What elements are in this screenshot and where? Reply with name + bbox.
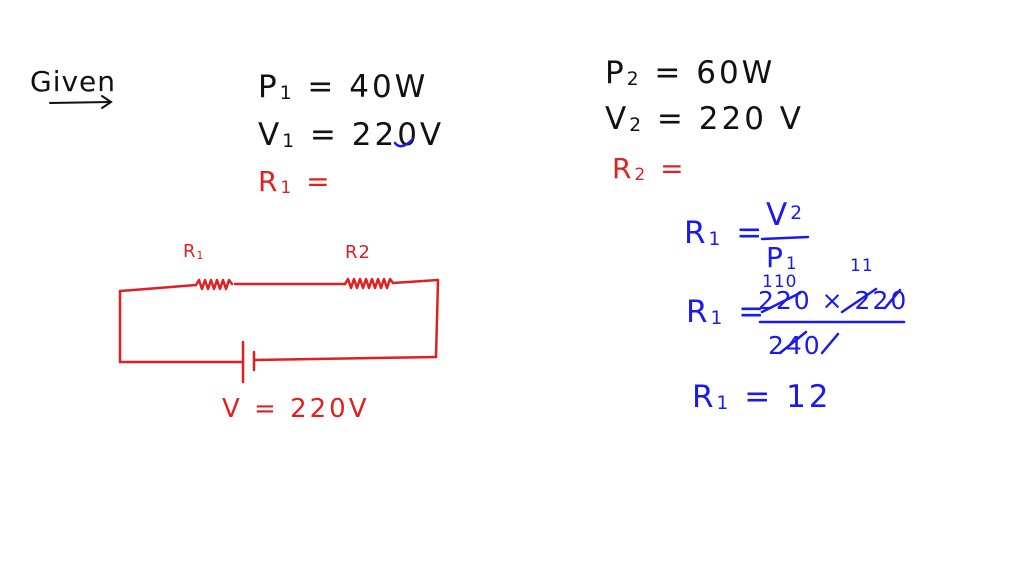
given-label: Given: [30, 65, 117, 98]
r1-symbol: R: [258, 165, 281, 198]
circuit-wire-bottom-right: [252, 355, 438, 362]
r2-unknown-line: R2 =: [612, 155, 687, 183]
circuit-voltage-label: V = 220V: [222, 394, 370, 424]
solution-line1-lhs: R1 =: [684, 218, 765, 249]
circuit-diagram: [118, 277, 440, 384]
v2-line: V2 = 220 V: [605, 104, 804, 135]
sol1-r-symbol: R: [684, 215, 709, 251]
v1-value: = 220V: [309, 117, 445, 153]
r2-equals: =: [660, 152, 687, 185]
v1-subscript: 1: [282, 131, 298, 152]
cancel-note-110: 110: [762, 272, 798, 292]
circuit-wire-top-left: [118, 283, 198, 293]
solution-line2-lhs: R1 =: [686, 297, 767, 328]
sol2-r-symbol: R: [686, 294, 711, 330]
solution-line2-denominator: 240: [768, 331, 822, 360]
r2-symbol: R: [612, 152, 635, 185]
circuit-r2-label: R2: [345, 242, 371, 263]
sol1-superscript: 2: [790, 203, 806, 224]
p2-value: = 60W: [654, 55, 776, 91]
fraction-bar-1: [760, 235, 810, 241]
p2-line: P2 = 60W: [605, 58, 775, 89]
p1-symbol: P: [258, 69, 280, 105]
resistor-r2: [343, 277, 395, 290]
circuit-wire-top-right: [391, 278, 440, 285]
circuit-r1-subscript: 1: [196, 249, 205, 262]
circuit-r1-symbol: R: [183, 241, 197, 262]
cancel-note-11: 11: [850, 256, 874, 276]
resistor-r1: [194, 278, 234, 291]
sol1-equals: =: [736, 215, 766, 251]
v2-subscript: 2: [629, 115, 645, 136]
cancellation-strokes: [760, 287, 902, 355]
sol3-r-symbol: R: [692, 379, 717, 415]
sol3-value: = 12: [744, 379, 832, 415]
p2-subscript: 2: [626, 69, 642, 90]
sol1-subscript: 1: [708, 229, 724, 250]
solution-line3: R1 = 12: [692, 382, 832, 413]
circuit-wire-right: [434, 278, 440, 359]
sol3-subscript: 1: [716, 393, 732, 414]
given-arrow: [49, 95, 113, 109]
p1-value: = 40W: [307, 69, 429, 105]
p1-line: P1 = 40W: [258, 72, 428, 103]
solution-line1-numerator: V2: [766, 200, 805, 231]
check-mark: [393, 137, 415, 148]
p2-symbol: P: [605, 55, 627, 91]
r1-equals: =: [306, 165, 333, 198]
sol2-subscript: 1: [710, 308, 726, 329]
circuit-r1-label: R1: [183, 243, 204, 261]
v1-symbol: V: [258, 117, 283, 153]
sol1-p-symbol: P: [766, 241, 786, 274]
p1-subscript: 1: [279, 83, 295, 104]
r1-unknown-line: R1 =: [258, 168, 333, 196]
sol1-den-subscript: 1: [785, 253, 800, 273]
r1-subscript: 1: [280, 177, 295, 197]
r2-subscript: 2: [634, 164, 649, 184]
v2-value: = 220 V: [656, 101, 804, 137]
v1-line: V1 = 220V: [258, 120, 444, 151]
v2-symbol: V: [605, 101, 630, 137]
sol1-v-symbol: V: [766, 197, 791, 233]
solution-line1-denominator: P1: [766, 244, 800, 272]
